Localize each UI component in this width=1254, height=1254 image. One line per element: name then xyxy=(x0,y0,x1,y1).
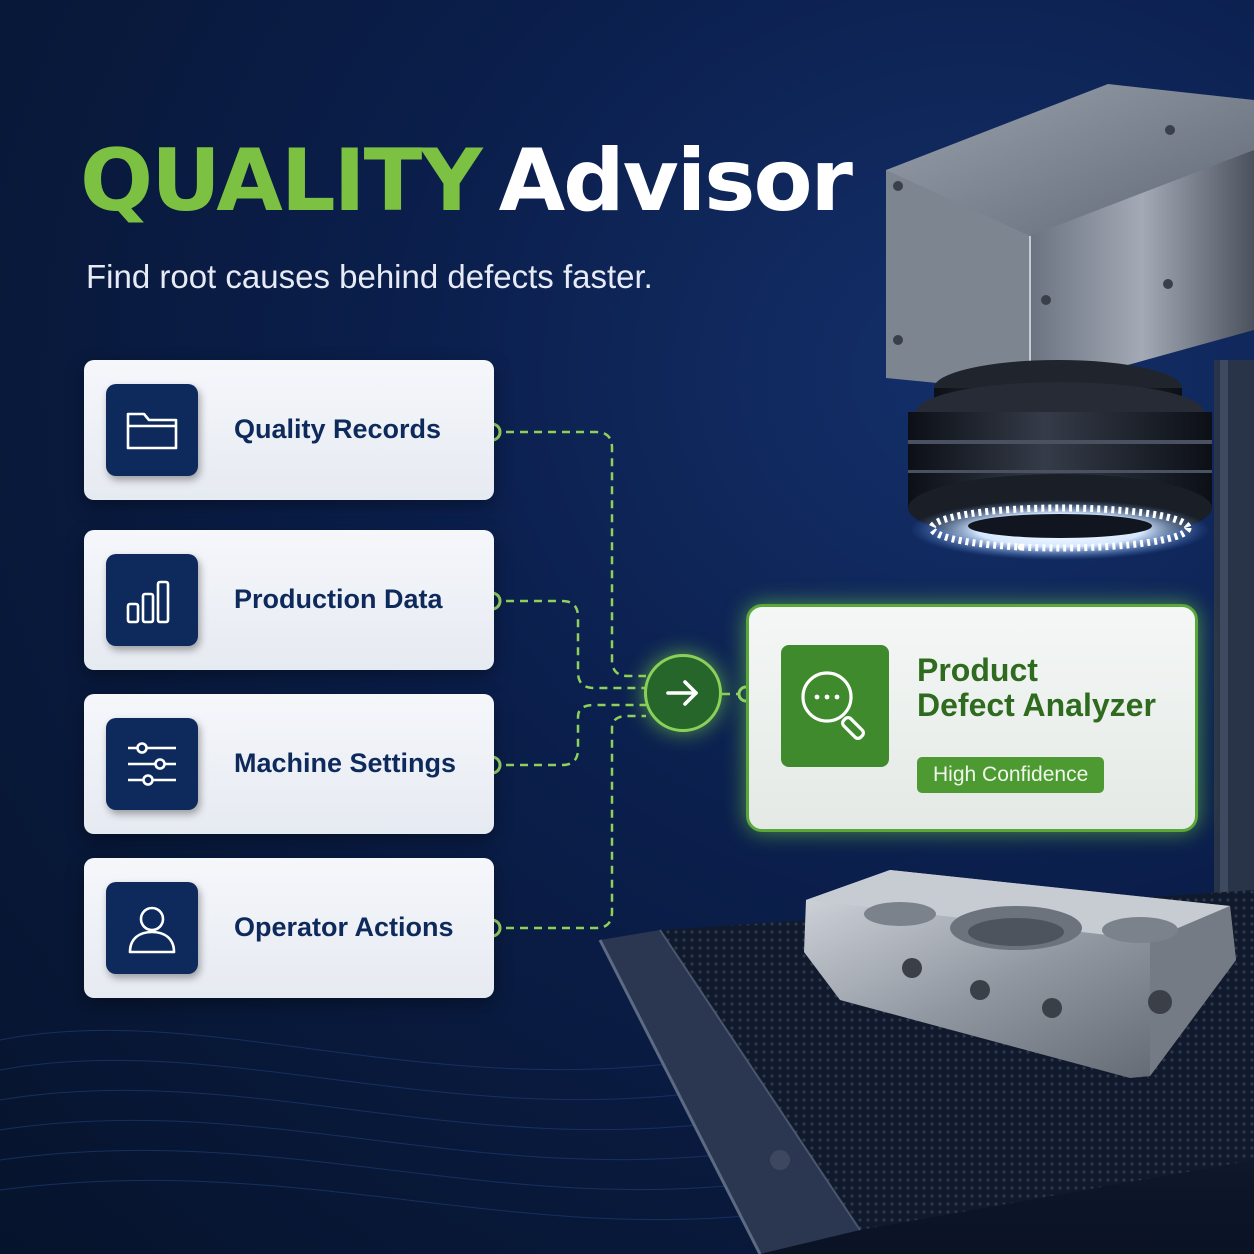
card-operator-actions: Operator Actions xyxy=(84,858,494,998)
hub-arrow xyxy=(644,654,722,732)
card-label: Quality Records xyxy=(234,414,442,444)
title-accent: QUALITY xyxy=(80,131,483,231)
result-title-line2: Defect Analyzer xyxy=(917,687,1156,723)
card-label: Production Data xyxy=(234,584,443,614)
card-production-data: Production Data xyxy=(84,530,494,670)
card-label: Machine Settings xyxy=(234,748,457,778)
folder-icon xyxy=(106,384,198,476)
sliders-icon xyxy=(106,718,198,810)
bar-chart-icon xyxy=(106,554,198,646)
card-label: Operator Actions xyxy=(234,912,454,942)
connector-production-data xyxy=(492,599,646,690)
page-subtitle: Find root causes behind defects faster. xyxy=(86,258,653,295)
search-analyze-icon xyxy=(781,645,889,767)
confidence-badge: High Confidence xyxy=(917,757,1105,793)
card-machine-settings: Machine Settings xyxy=(84,694,494,834)
connector-quality-records xyxy=(492,430,646,678)
connector-operator-actions xyxy=(492,714,646,930)
title-main: Advisor xyxy=(498,131,853,231)
result-title: Product Defect Analyzer xyxy=(917,653,1156,723)
user-icon xyxy=(106,882,198,974)
card-quality-records: Quality Records xyxy=(84,360,494,500)
result-card-defect-analyzer: Product Defect Analyzer High Confidence xyxy=(746,604,1198,832)
arrow-right-icon xyxy=(666,680,698,706)
result-title-line1: Product xyxy=(917,652,1038,688)
connector-machine-settings xyxy=(492,703,646,767)
